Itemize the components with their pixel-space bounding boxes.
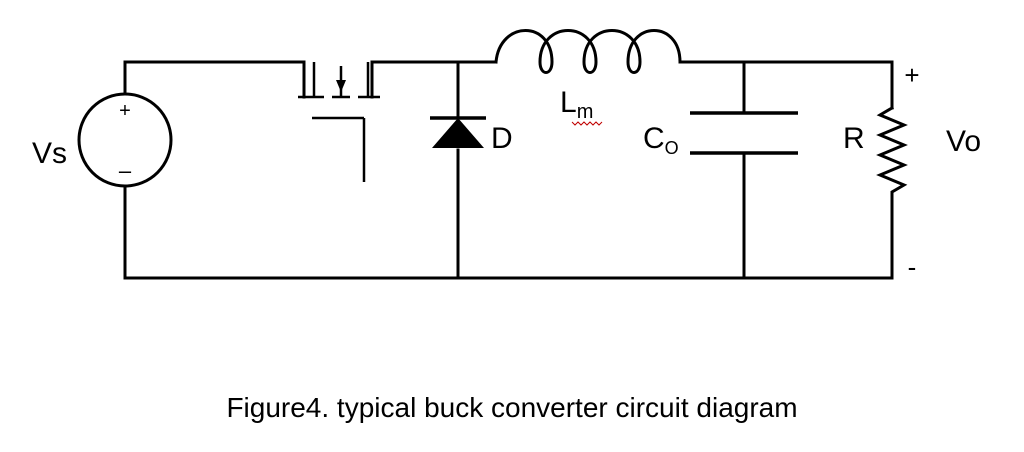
mosfet-switch	[298, 62, 380, 182]
source-label: Vs	[32, 137, 67, 170]
voltage-source: + –	[77, 92, 173, 188]
inductor	[494, 29, 682, 74]
capacitor-label: CO	[643, 122, 679, 158]
capacitor	[690, 111, 798, 155]
inductor-label: Lm	[560, 86, 593, 123]
diode	[430, 116, 486, 148]
output-label: Vo	[946, 125, 981, 158]
resistor-label: R	[843, 122, 865, 155]
source-plus-sign: +	[119, 100, 131, 122]
circuit-wires	[123, 60, 894, 280]
resistor	[876, 105, 908, 222]
output-minus-sign: -	[908, 252, 917, 282]
source-minus-sign: –	[119, 158, 132, 183]
diode-label: D	[491, 122, 513, 155]
output-plus-sign: +	[904, 60, 919, 90]
figure-caption: Figure4. typical buck converter circuit …	[226, 392, 798, 423]
spellcheck-underline	[571, 121, 603, 126]
